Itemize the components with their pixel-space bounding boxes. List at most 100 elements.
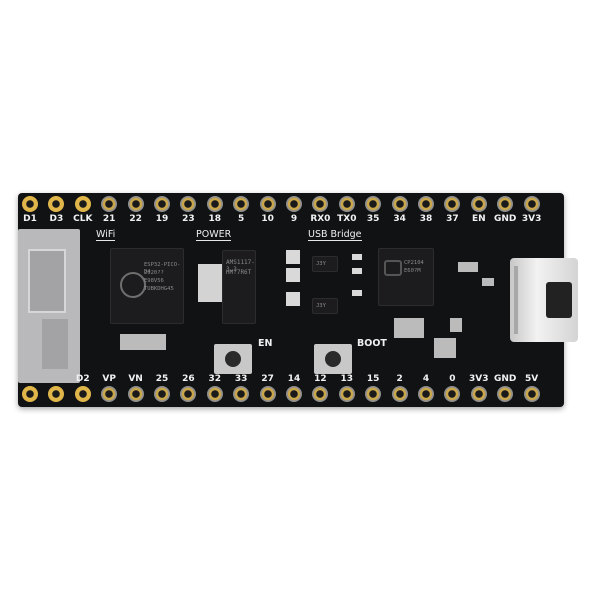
transistor-top-label: J3Y <box>316 261 326 267</box>
pin-label-top: D3 <box>49 214 64 224</box>
pin-label-bottom: 13 <box>340 374 354 384</box>
pin-label-bottom: GND <box>493 374 517 384</box>
pin-pad-bottom-7 <box>206 386 223 402</box>
pin-label-bottom: 25 <box>155 374 169 384</box>
pin-pad-bottom-9 <box>259 386 276 402</box>
transistor-bottom-label: J3Y <box>316 303 326 309</box>
pin-label-bottom: 4 <box>422 374 430 384</box>
esp32-chip-line-2: 2020?? <box>144 270 164 276</box>
pin-pad-top-12 <box>338 196 355 212</box>
pin-pad-bottom-3 <box>101 386 118 402</box>
pin-label-top: 35 <box>366 214 380 224</box>
smd-component <box>352 254 362 260</box>
pin-pad-bottom-4 <box>127 386 144 402</box>
pin-pad-top-1 <box>48 196 65 212</box>
pin-pad-top-14 <box>391 196 408 212</box>
pin-label-top: 34 <box>393 214 406 224</box>
usb-uart-chip: CP2104 E60?M <box>378 248 434 306</box>
pin-pad-bottom-10 <box>286 386 302 402</box>
smd-component <box>434 338 456 358</box>
pin-pad-bottom-15 <box>418 386 434 402</box>
pin-label-bottom: 32 <box>208 374 222 384</box>
smd-component <box>482 278 494 286</box>
power-label: POWER <box>196 229 232 241</box>
pin-pad-bottom-0 <box>22 386 38 402</box>
usb-uart-line-1: CP2104 <box>404 260 424 266</box>
pin-label-bottom: VN <box>128 374 143 384</box>
esp32-chip: ESP32-PICO-D4 2020?? E98V56 TUBKDHG45 <box>110 248 184 324</box>
pin-label-top: 19 <box>155 214 169 224</box>
pin-pad-bottom-17 <box>470 386 487 402</box>
pin-pad-top-18 <box>497 196 514 212</box>
esp32-chip-line-3: E98V56 <box>144 278 164 284</box>
pin-pad-top-3 <box>101 196 118 212</box>
pin-pad-top-0 <box>22 196 38 212</box>
pin-pad-bottom-11 <box>312 386 329 402</box>
pin-label-bottom: 15 <box>366 374 380 384</box>
en-button[interactable] <box>214 344 252 374</box>
smd-component <box>286 268 300 282</box>
pin-pad-top-2 <box>74 196 91 212</box>
pin-label-top: EN <box>471 214 486 224</box>
pin-label-top: 5 <box>238 214 245 224</box>
pin-pad-top-13 <box>365 196 382 212</box>
pin-pad-bottom-1 <box>48 386 65 402</box>
pin-pad-bottom-12 <box>338 386 355 402</box>
smd-resistor-array <box>394 318 424 338</box>
pin-label-top: 23 <box>182 214 195 224</box>
smd-component <box>450 318 462 332</box>
pin-label-bottom: 27 <box>261 374 274 384</box>
pin-pad-top-6 <box>180 196 197 212</box>
pin-pad-top-19 <box>523 196 540 212</box>
smd-component <box>352 290 362 296</box>
usb-uart-line-2: E60?M <box>404 268 421 274</box>
pin-label-top: CLK <box>73 214 93 224</box>
pin-label-top: 18 <box>208 214 222 224</box>
pin-label-bottom: 3V3 <box>469 374 489 384</box>
pin-pad-bottom-5 <box>154 386 170 402</box>
pin-pad-top-4 <box>127 196 144 212</box>
pin-pad-top-7 <box>206 196 223 212</box>
pin-label-bottom: 2 <box>396 374 403 384</box>
smd-component <box>352 268 362 274</box>
pin-pad-top-5 <box>154 196 170 212</box>
transistor-top: J3Y <box>312 256 338 272</box>
pin-label-top: D1 <box>23 214 37 224</box>
pin-pad-top-9 <box>259 196 276 212</box>
antenna <box>18 229 80 383</box>
smd-resistor-array <box>120 334 166 350</box>
pin-label-top: 37 <box>446 214 459 224</box>
pin-pad-bottom-8 <box>233 386 250 402</box>
pin-label-top: 3V3 <box>521 214 542 224</box>
pin-label-top: GND <box>493 214 517 224</box>
pin-pad-bottom-19 <box>523 386 540 402</box>
pin-pad-bottom-13 <box>365 386 382 402</box>
boot-label: BOOT <box>357 338 387 349</box>
pin-label-bottom: 33 <box>234 374 248 384</box>
pin-pad-bottom-14 <box>391 386 408 402</box>
pin-label-bottom: 0 <box>449 374 456 384</box>
pin-label-top: 9 <box>290 214 298 224</box>
pin-label-top: 10 <box>261 214 274 224</box>
pin-label-bottom: 26 <box>182 374 195 384</box>
voltage-regulator: AMS1117-3.3 HM?7R6T <box>222 250 256 324</box>
pin-pad-bottom-6 <box>180 386 197 402</box>
boot-button[interactable] <box>314 344 352 374</box>
pin-label-top: TX0 <box>337 214 357 224</box>
pin-label-bottom: 12 <box>314 374 327 384</box>
pin-pad-top-8 <box>233 196 250 212</box>
esp32-chip-line-4: TUBKDHG45 <box>144 286 174 292</box>
pin-label-bottom: VP <box>102 374 116 384</box>
regulator-tab <box>198 264 224 302</box>
micro-usb-port[interactable] <box>510 258 578 342</box>
usb-bridge-label: USB Bridge <box>308 229 362 241</box>
pin-label-top: 38 <box>419 214 433 224</box>
pin-pad-top-16 <box>444 196 461 212</box>
regulator-line-1: AMS1117-3.3 <box>226 259 255 273</box>
pin-pad-top-11 <box>312 196 329 212</box>
pin-label-bottom: 14 <box>287 374 301 384</box>
regulator-line-2: HM?7R6T <box>226 269 252 276</box>
pin-pad-bottom-16 <box>444 386 461 402</box>
pin-pad-bottom-18 <box>497 386 514 402</box>
pin-label-top: RX0 <box>310 214 331 224</box>
